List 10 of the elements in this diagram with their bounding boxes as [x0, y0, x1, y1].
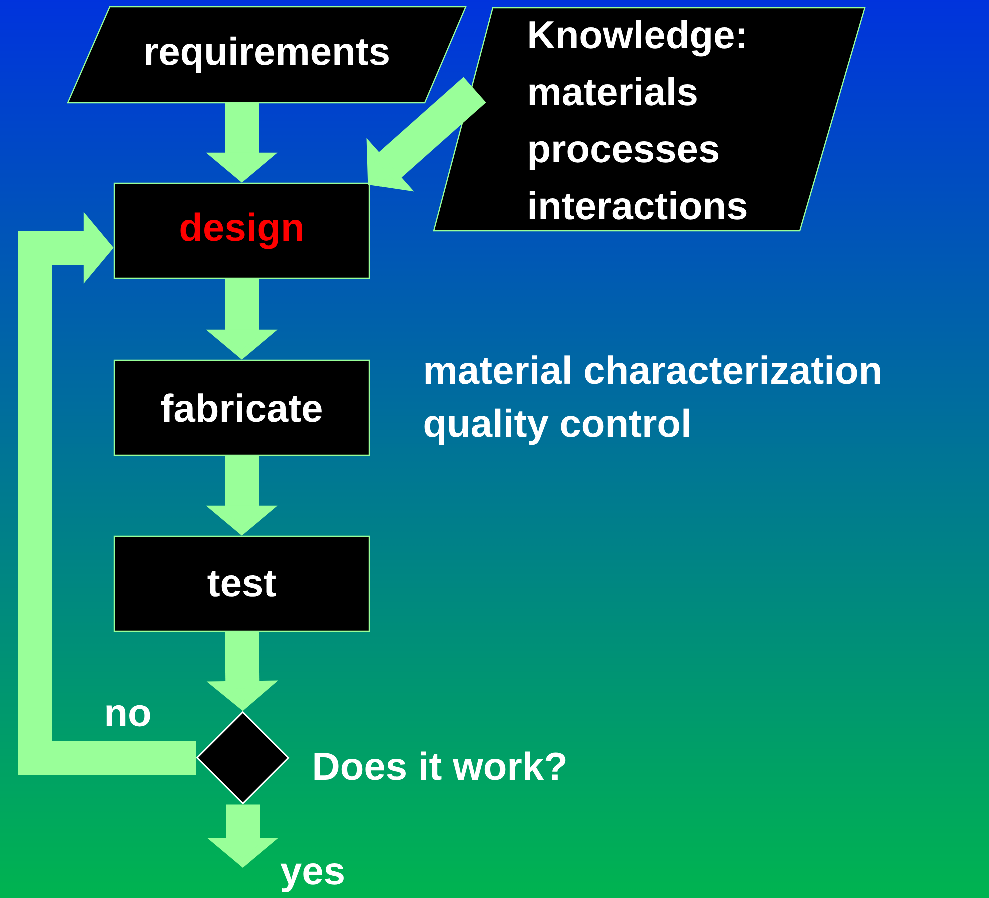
question-text: Does it work?: [314, 752, 566, 780]
note-text: material characterization: [426, 356, 880, 384]
arrow: [18, 212, 196, 775]
edge-label: no: [106, 705, 150, 727]
process-box: fabricate: [114, 360, 370, 456]
process-box: design: [114, 182, 370, 280]
edge-label: yes: [280, 863, 344, 893]
data-parallelogram: Knowledge: materials processes interactions: [433, 7, 866, 232]
process-box: test: [114, 536, 370, 632]
note-text: quality control: [424, 408, 690, 446]
